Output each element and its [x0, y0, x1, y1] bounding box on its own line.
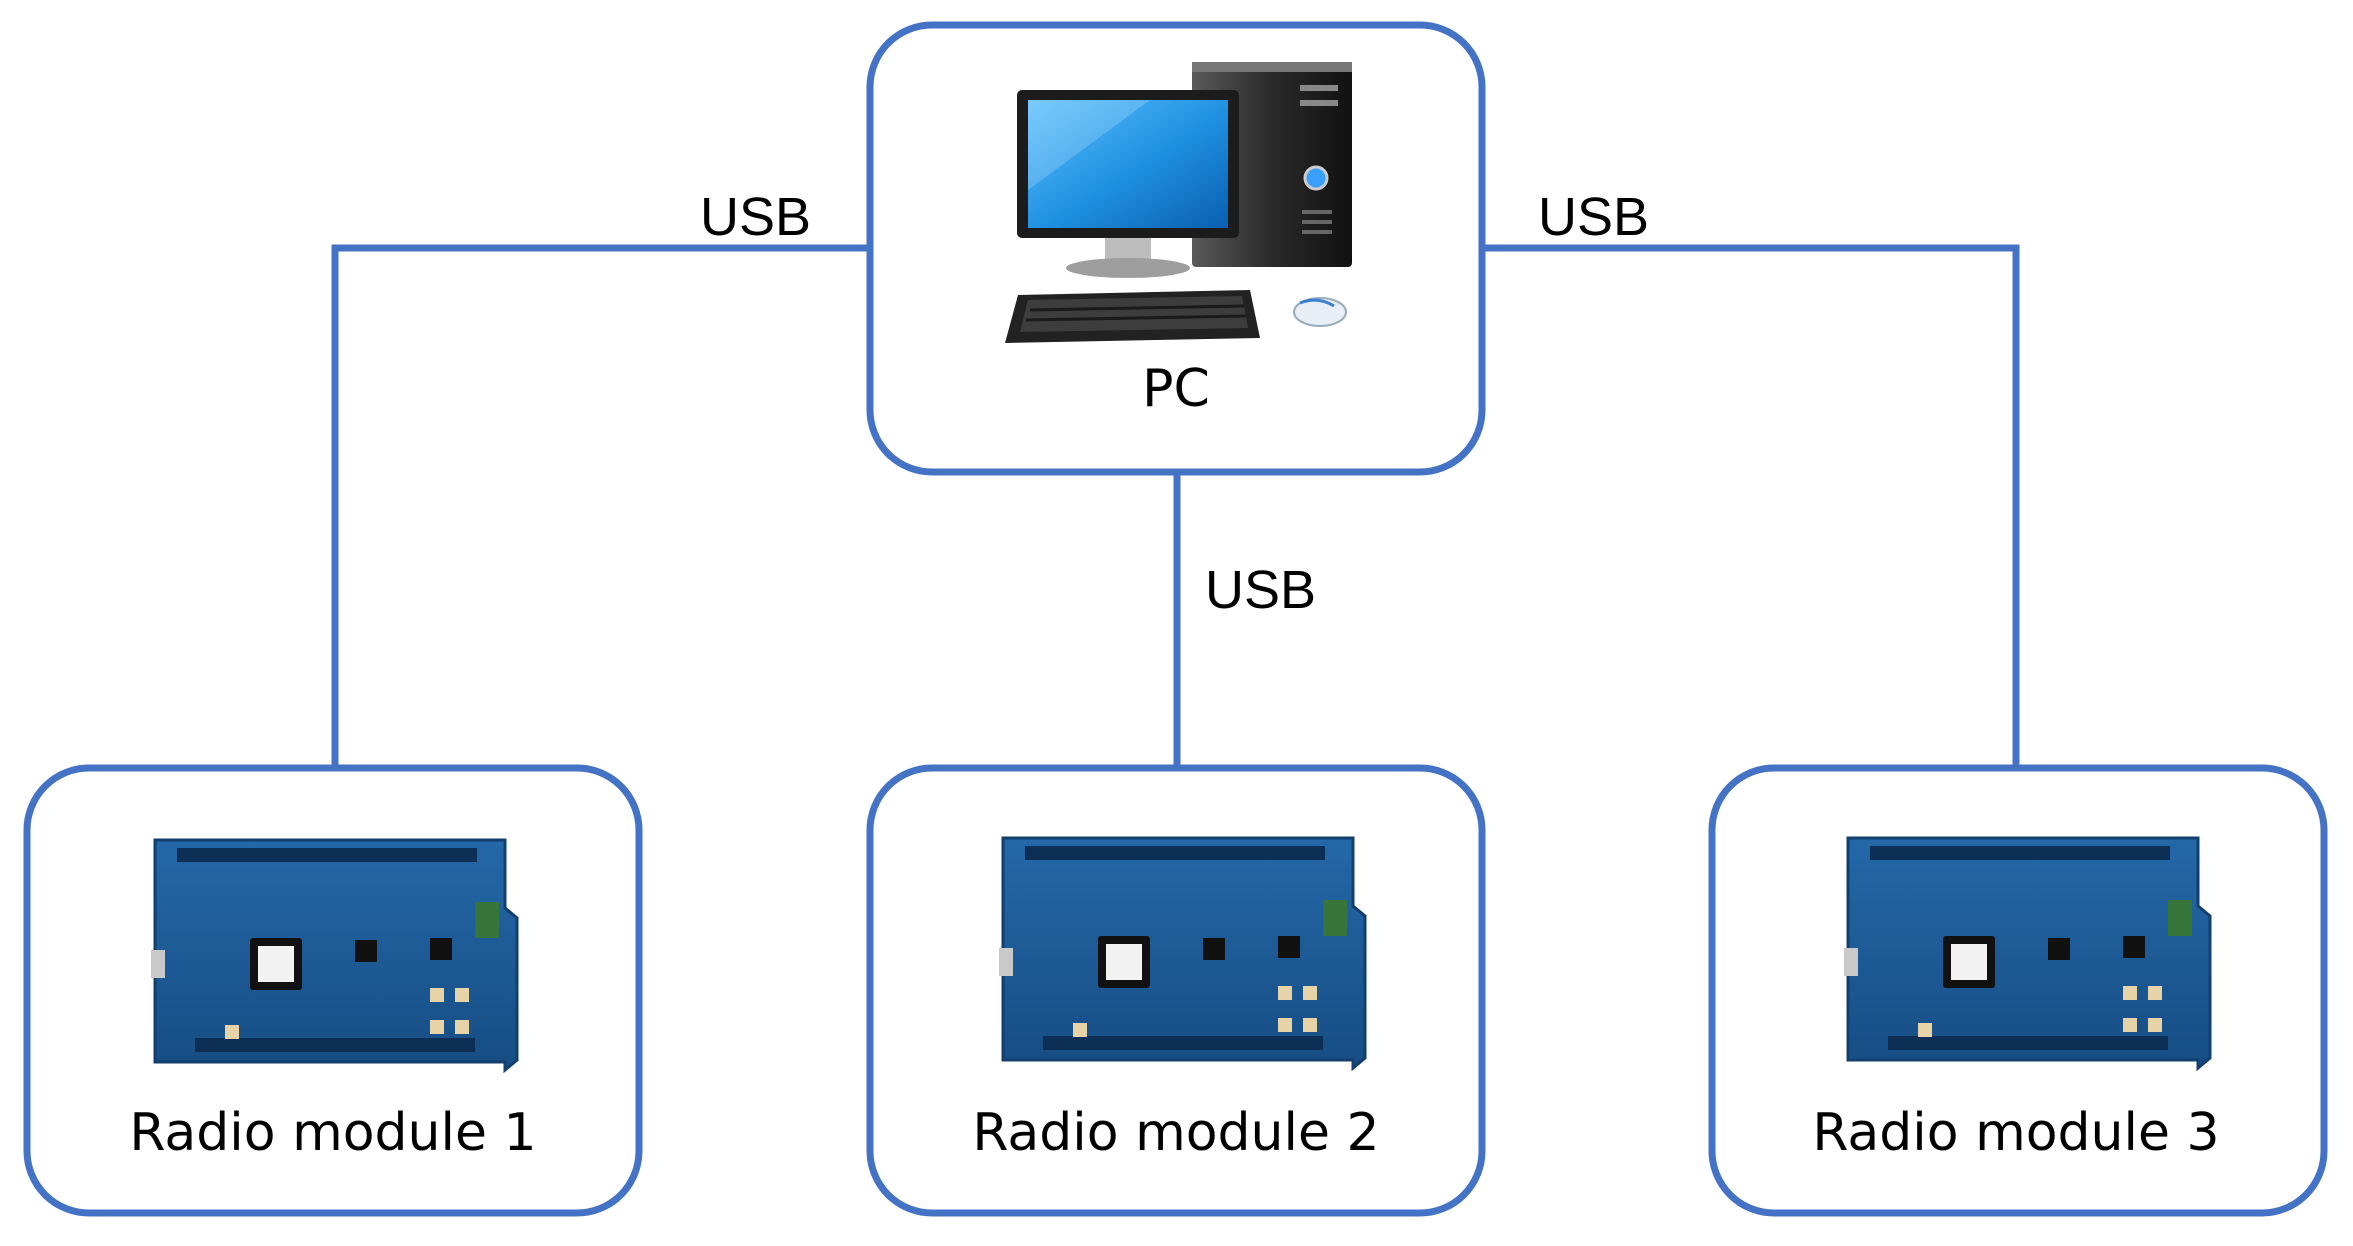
- connection-pc-module-2: USB: [1173, 472, 1316, 768]
- connection-pc-module-3: USB: [1482, 187, 2020, 768]
- radio-module-node-3: Radio module 3: [1708, 764, 2328, 1217]
- dev-board-icon: [1844, 836, 2212, 1072]
- usb-label-1: USB: [700, 187, 811, 247]
- usb-label-3: USB: [1538, 187, 1649, 247]
- module-label-2: Radio module 2: [972, 1103, 1379, 1163]
- usb-cable-line-3: [1482, 244, 2020, 768]
- usb-cable-line-1: [331, 244, 870, 768]
- connection-pc-module-1: USB: [331, 187, 870, 768]
- radio-module-node-1: Radio module 1: [23, 764, 643, 1217]
- module-label-1: Radio module 1: [129, 1103, 536, 1163]
- dev-board-icon: [151, 838, 519, 1074]
- radio-module-node-2: Radio module 2: [866, 764, 1486, 1217]
- usb-label-2: USB: [1205, 560, 1316, 620]
- pc-label: PC: [1142, 359, 1210, 419]
- dev-board-icon: [999, 836, 1367, 1072]
- pc-node: PC: [866, 21, 1486, 476]
- desktop-computer-icon: [1005, 62, 1352, 343]
- module-label-3: Radio module 3: [1812, 1103, 2219, 1163]
